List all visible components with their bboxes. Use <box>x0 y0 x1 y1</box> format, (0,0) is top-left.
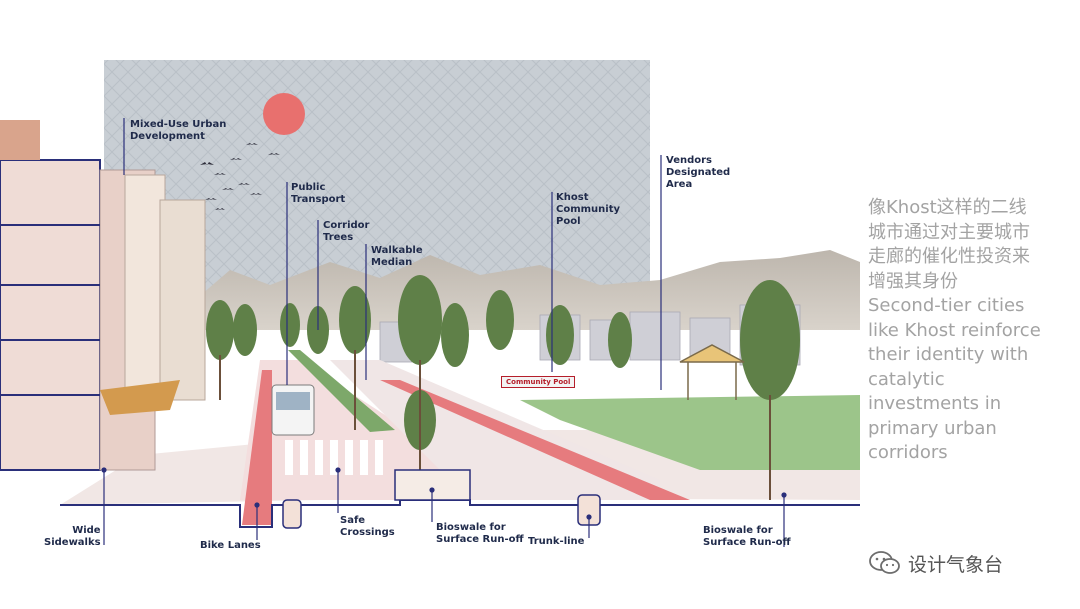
label-bioswale-right: Bioswale for Surface Run-off <box>703 525 791 548</box>
caption-line: their identity with <box>868 344 1029 365</box>
bike-lane-right <box>380 380 690 500</box>
label-vendors: Vendors Designated Area <box>666 155 731 190</box>
watermark-text: 设计气象台 <box>908 553 1004 576</box>
watermark: 设计气象台 <box>868 548 1003 578</box>
park-lawn <box>520 395 860 470</box>
birds <box>200 143 280 210</box>
label-walkable-median: Walkable Median <box>371 245 423 268</box>
caption-line: like Khost reinforce <box>868 319 1041 341</box>
sun <box>263 93 305 135</box>
caption-line: primary urban <box>868 417 997 439</box>
caption-line: 城市通过对主要城市 <box>868 221 1030 243</box>
wechat-icon <box>869 551 900 574</box>
side-caption: 像Khost这样的二线 城市通过对主要城市 走廊的催化性投资来 增强其身份 Se… <box>868 196 1068 466</box>
caption-line: corridors <box>868 442 948 463</box>
drain-pipe <box>282 499 302 529</box>
label-safe-crossings: Safe Crossings <box>340 515 395 538</box>
caption-line: catalytic <box>868 368 945 390</box>
caption-line: Second-tier cities <box>868 295 1025 316</box>
label-public-transport: Public Transport <box>291 182 346 205</box>
bus <box>271 384 315 436</box>
buildings-left <box>0 120 206 471</box>
median <box>288 350 395 432</box>
caption-line: 走廊的催化性投资来 <box>868 246 1030 267</box>
trees <box>206 275 800 450</box>
label-wide-sidewalks: Wide Sidewalks <box>44 525 101 548</box>
community-pool-sign: Community Pool <box>501 376 576 388</box>
section-outline <box>60 499 860 528</box>
caption-line: investments in <box>868 393 1002 414</box>
label-trunk-line: Trunk-line <box>528 536 585 547</box>
crosswalk <box>285 440 383 475</box>
label-bike-lanes: Bike Lanes <box>200 540 261 551</box>
label-mixed-use: Mixed-Use Urban Development <box>130 119 227 142</box>
caption-line: 像Khost这样的二线 <box>868 197 1027 218</box>
tree-trunks <box>219 350 771 500</box>
caption-line: 增强其身份 <box>868 270 958 292</box>
label-corridor-trees: Corridor Trees <box>323 220 370 243</box>
label-khost-pool: Khost Community Pool <box>556 192 621 227</box>
leader-lines <box>101 118 787 547</box>
gazebo <box>679 344 745 400</box>
bike-lane-left <box>242 370 272 525</box>
label-bioswale-left: Bioswale for Surface Run-off <box>436 522 524 545</box>
